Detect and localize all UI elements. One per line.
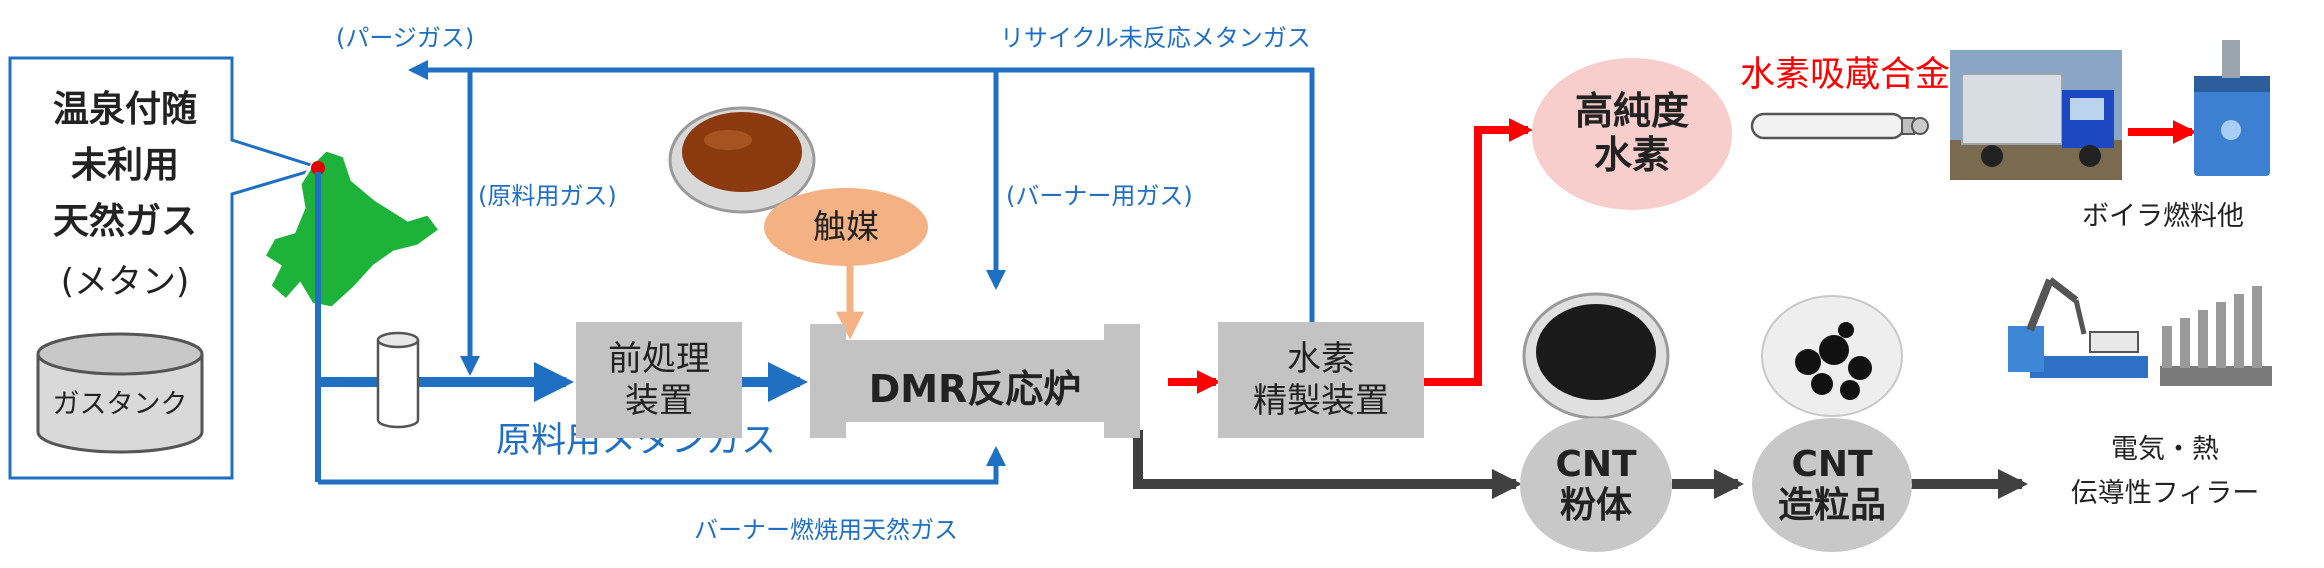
boiler-icon — [2194, 40, 2270, 176]
source-subtitle: (メタン) — [60, 262, 190, 302]
catalyst-bubble: 触媒 — [764, 188, 928, 266]
hydrogen-alloy-label: 水素吸蔵合金 — [1740, 55, 1951, 95]
hydrogen-alloy-canister-icon — [1750, 112, 1929, 140]
conductive-filler-label: 電気・熱 伝導性フィラー — [2070, 434, 2260, 509]
robot-arm-icon — [2008, 277, 2148, 378]
truck-photo — [1950, 50, 2122, 180]
heat-sink-icon — [2160, 286, 2272, 386]
gas-tank-label: ガスタンク — [52, 389, 188, 420]
catalyst-label: 触媒 — [813, 207, 879, 247]
burner-gas-label: (バーナー用ガス) — [1006, 182, 1193, 210]
hydrogen-purifier-unit: 水素精製装置 — [1218, 322, 1424, 438]
boiler-fuel-label: ボイラ燃料他 — [2082, 201, 2244, 232]
source-title: 温泉付随 未利用 天然ガス — [52, 89, 197, 242]
buffer-tank-icon — [376, 331, 420, 429]
cnt-powder-image — [1522, 292, 1670, 420]
catalyst-powder-image — [668, 106, 816, 214]
purifier-to-hydrogen-arrow — [1424, 118, 1533, 386]
high-purity-hydrogen-bubble: 高純度水素 — [1532, 58, 1732, 210]
burner-fuel-label: バーナー燃焼用天然ガス — [694, 516, 958, 544]
feed-gas-label: (原料用ガス) — [478, 182, 617, 210]
gas-tank-icon — [36, 332, 204, 454]
pretreatment-unit: 前処理装置 — [576, 322, 742, 438]
purge-gas-label: (パージガス) — [336, 24, 475, 52]
recycle-gas-label: リサイクル未反応メタンガス — [1000, 24, 1311, 52]
dmr-reactor-label: DMR反応炉 — [868, 367, 1082, 411]
dmr-reactor-shape — [810, 324, 1140, 438]
recycle-line — [986, 67, 1315, 326]
cnt-granule-image — [1761, 295, 1903, 417]
hokkaido-map-icon — [261, 148, 443, 310]
source-location-marker — [311, 161, 325, 175]
burner-fuel-line — [318, 446, 1006, 485]
reactor-to-cnt-arrow — [1133, 430, 1522, 499]
